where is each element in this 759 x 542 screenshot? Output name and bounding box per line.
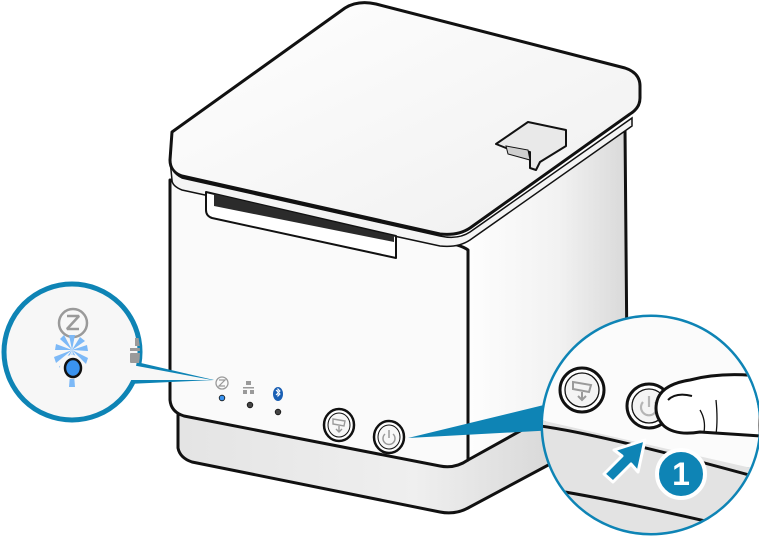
right-callout: 1 xyxy=(408,314,759,536)
press-arrow-icon xyxy=(602,438,647,484)
network-icon-enlarged xyxy=(130,338,140,363)
finger xyxy=(654,373,759,438)
step-number-badge: 1 xyxy=(655,448,707,500)
power-led xyxy=(218,394,226,402)
right-callout-pointer xyxy=(408,404,556,438)
network-led xyxy=(246,401,254,409)
step-number: 1 xyxy=(672,456,690,492)
bluetooth-led xyxy=(274,408,282,416)
left-callout xyxy=(1,281,214,423)
power-led-enlarged xyxy=(63,357,83,379)
power-icon xyxy=(382,430,396,446)
printer xyxy=(168,1,642,515)
power-status-icon xyxy=(215,376,229,390)
bluetooth-icon xyxy=(273,387,283,401)
paper-exit-slot xyxy=(205,191,397,259)
paper-feed-icon xyxy=(332,418,346,433)
network-icon xyxy=(243,381,254,394)
power-button[interactable] xyxy=(372,419,406,455)
cover-release-lever[interactable] xyxy=(495,121,567,171)
feed-button-enlarged[interactable] xyxy=(558,366,606,414)
printer-lid xyxy=(168,1,642,236)
indicator-panel xyxy=(215,376,283,416)
feed-button[interactable] xyxy=(322,407,356,443)
paper-feed-icon-enlarged xyxy=(572,380,593,402)
